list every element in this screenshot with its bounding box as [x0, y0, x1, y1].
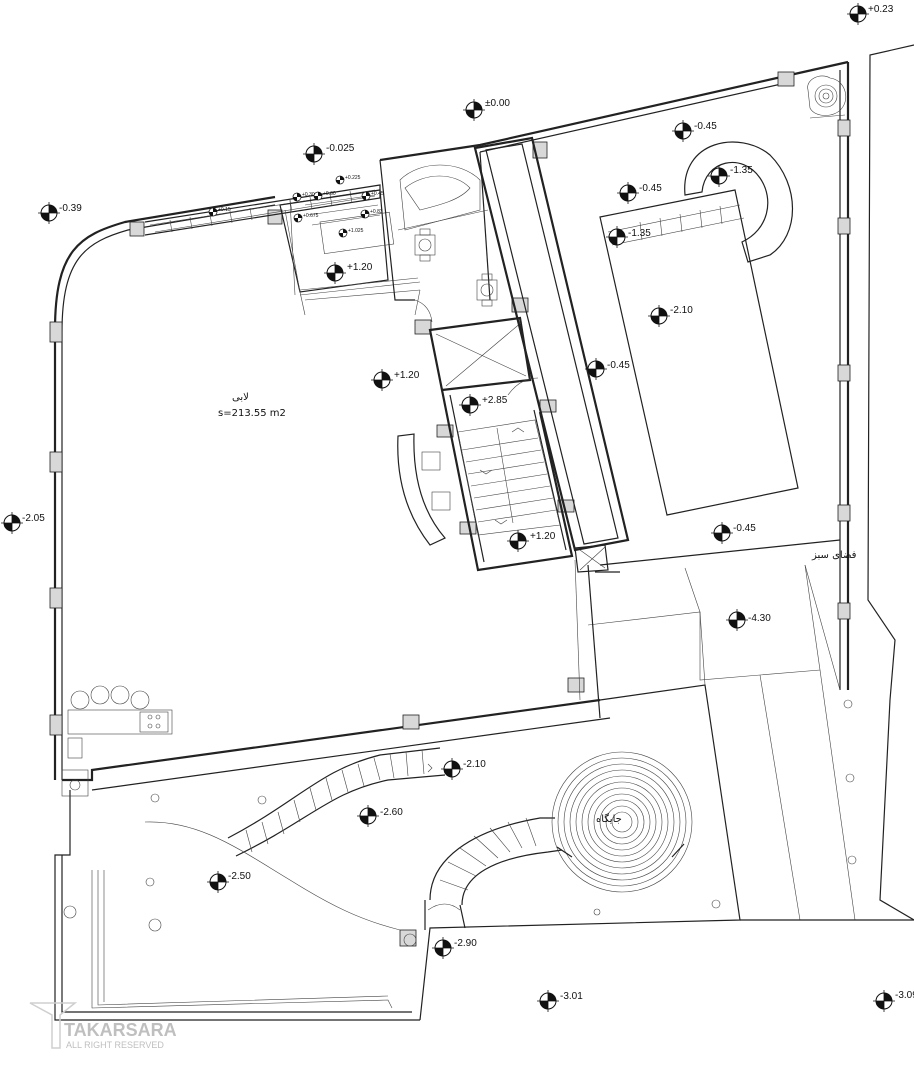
- level-label: +1.20: [347, 262, 373, 273]
- step-level-marker: +0.83: [360, 209, 383, 219]
- planters: [63, 699, 857, 947]
- level-marker: -1.35: [707, 164, 753, 188]
- level-label: -4.30: [748, 613, 771, 624]
- level-label: -2.10: [670, 305, 693, 316]
- step-level-marker: +1.025: [338, 228, 364, 238]
- level-label: +1.20: [394, 370, 420, 381]
- level-marker: -0.45: [584, 357, 630, 381]
- level-marker: +0.23: [846, 2, 894, 26]
- level-marker: -1.35: [605, 225, 651, 249]
- level-marker: -2.10: [647, 304, 693, 328]
- lounge-area: [379, 151, 498, 323]
- level-marker: -0.025: [302, 142, 355, 166]
- level-label: -3.01: [560, 991, 583, 1002]
- building-outline: [53, 60, 850, 1021]
- level-marker: +1.20: [370, 368, 420, 392]
- level-label: +1.20: [530, 531, 556, 542]
- site-boundary-east: [740, 44, 914, 921]
- step-level-label: +0.675: [303, 213, 319, 219]
- level-label: -1.35: [730, 165, 753, 176]
- green-space-label: فضای سبز: [811, 550, 857, 561]
- amphitheater-label: جایگاه: [596, 813, 622, 825]
- corridor: [473, 136, 630, 552]
- step-level-label: +0.83: [370, 209, 383, 215]
- step-level-marker: +0.15: [208, 207, 231, 217]
- lobby-area: s=213.55 m2: [218, 408, 286, 419]
- level-label: -0.39: [59, 203, 82, 214]
- green-space: [574, 539, 856, 921]
- level-label: ±0.00: [485, 98, 510, 109]
- level-marker: +2.85: [458, 393, 508, 417]
- level-label: -0.45: [733, 523, 756, 534]
- step-level-label: +0.225: [345, 175, 361, 181]
- watermark-brand: TAKARSARA: [64, 1020, 177, 1040]
- level-label: +0.23: [868, 4, 894, 15]
- level-label: -2.60: [380, 807, 403, 818]
- step-level-label: +0.30: [302, 192, 315, 198]
- level-marker: -0.39: [37, 201, 82, 225]
- structural-columns: [49, 71, 851, 947]
- stair-core: [428, 316, 574, 572]
- step-level-marker: +0.30: [292, 192, 315, 202]
- step-level-marker: +0.675: [293, 213, 319, 223]
- level-marker: -0.45: [671, 119, 717, 143]
- level-label: -0.45: [607, 360, 630, 371]
- swimming-pool: [599, 141, 799, 516]
- fountain-feature: [807, 75, 846, 119]
- step-level-marker: +0.225: [335, 175, 361, 185]
- level-marker: +1.20: [323, 261, 373, 285]
- level-marker: -3.01: [536, 989, 583, 1013]
- level-label: -0.45: [639, 183, 662, 194]
- level-marker: -2.90: [431, 936, 477, 960]
- level-marker: -3.09: [872, 989, 914, 1013]
- level-label: -0.45: [694, 121, 717, 132]
- level-label: -0.025: [326, 143, 355, 154]
- watermark: TAKARSARA ALL RIGHT RESERVED: [29, 1002, 177, 1050]
- step-level-marker: +0.45: [361, 191, 384, 201]
- bar-counter: [61, 685, 173, 797]
- step-level-label: +1.025: [348, 228, 364, 234]
- level-label: -2.05: [22, 513, 45, 524]
- level-label: -2.90: [454, 938, 477, 949]
- level-marker: -4.30: [725, 608, 771, 632]
- step-level-label: +0.15: [218, 207, 231, 213]
- curved-stair: [144, 747, 446, 931]
- watermark-rights: ALL RIGHT RESERVED: [66, 1040, 164, 1050]
- level-marker: -2.10: [440, 757, 486, 781]
- reception-desk: [397, 433, 451, 546]
- level-marker: -0.45: [710, 521, 756, 545]
- level-marker: +1.20: [506, 529, 556, 553]
- amphitheater: [424, 751, 693, 930]
- level-marker: ±0.00: [462, 98, 510, 122]
- level-marker: -0.45: [616, 181, 662, 205]
- step-level-marker: +0.60: [313, 191, 336, 201]
- level-marker: -2.05: [0, 511, 45, 535]
- entrance-terrace: [144, 184, 421, 316]
- level-label: -2.50: [228, 871, 251, 882]
- step-level-label: +0.60: [323, 191, 336, 197]
- level-label: -1.35: [628, 228, 651, 239]
- level-marker: -2.60: [356, 804, 403, 828]
- level-label: -3.09: [895, 990, 914, 1001]
- level-label: +2.85: [482, 395, 508, 406]
- step-level-label: +0.45: [371, 191, 384, 197]
- lobby-name: لابی: [232, 392, 249, 403]
- level-label: -2.10: [463, 759, 486, 770]
- level-marker: -2.50: [206, 870, 251, 894]
